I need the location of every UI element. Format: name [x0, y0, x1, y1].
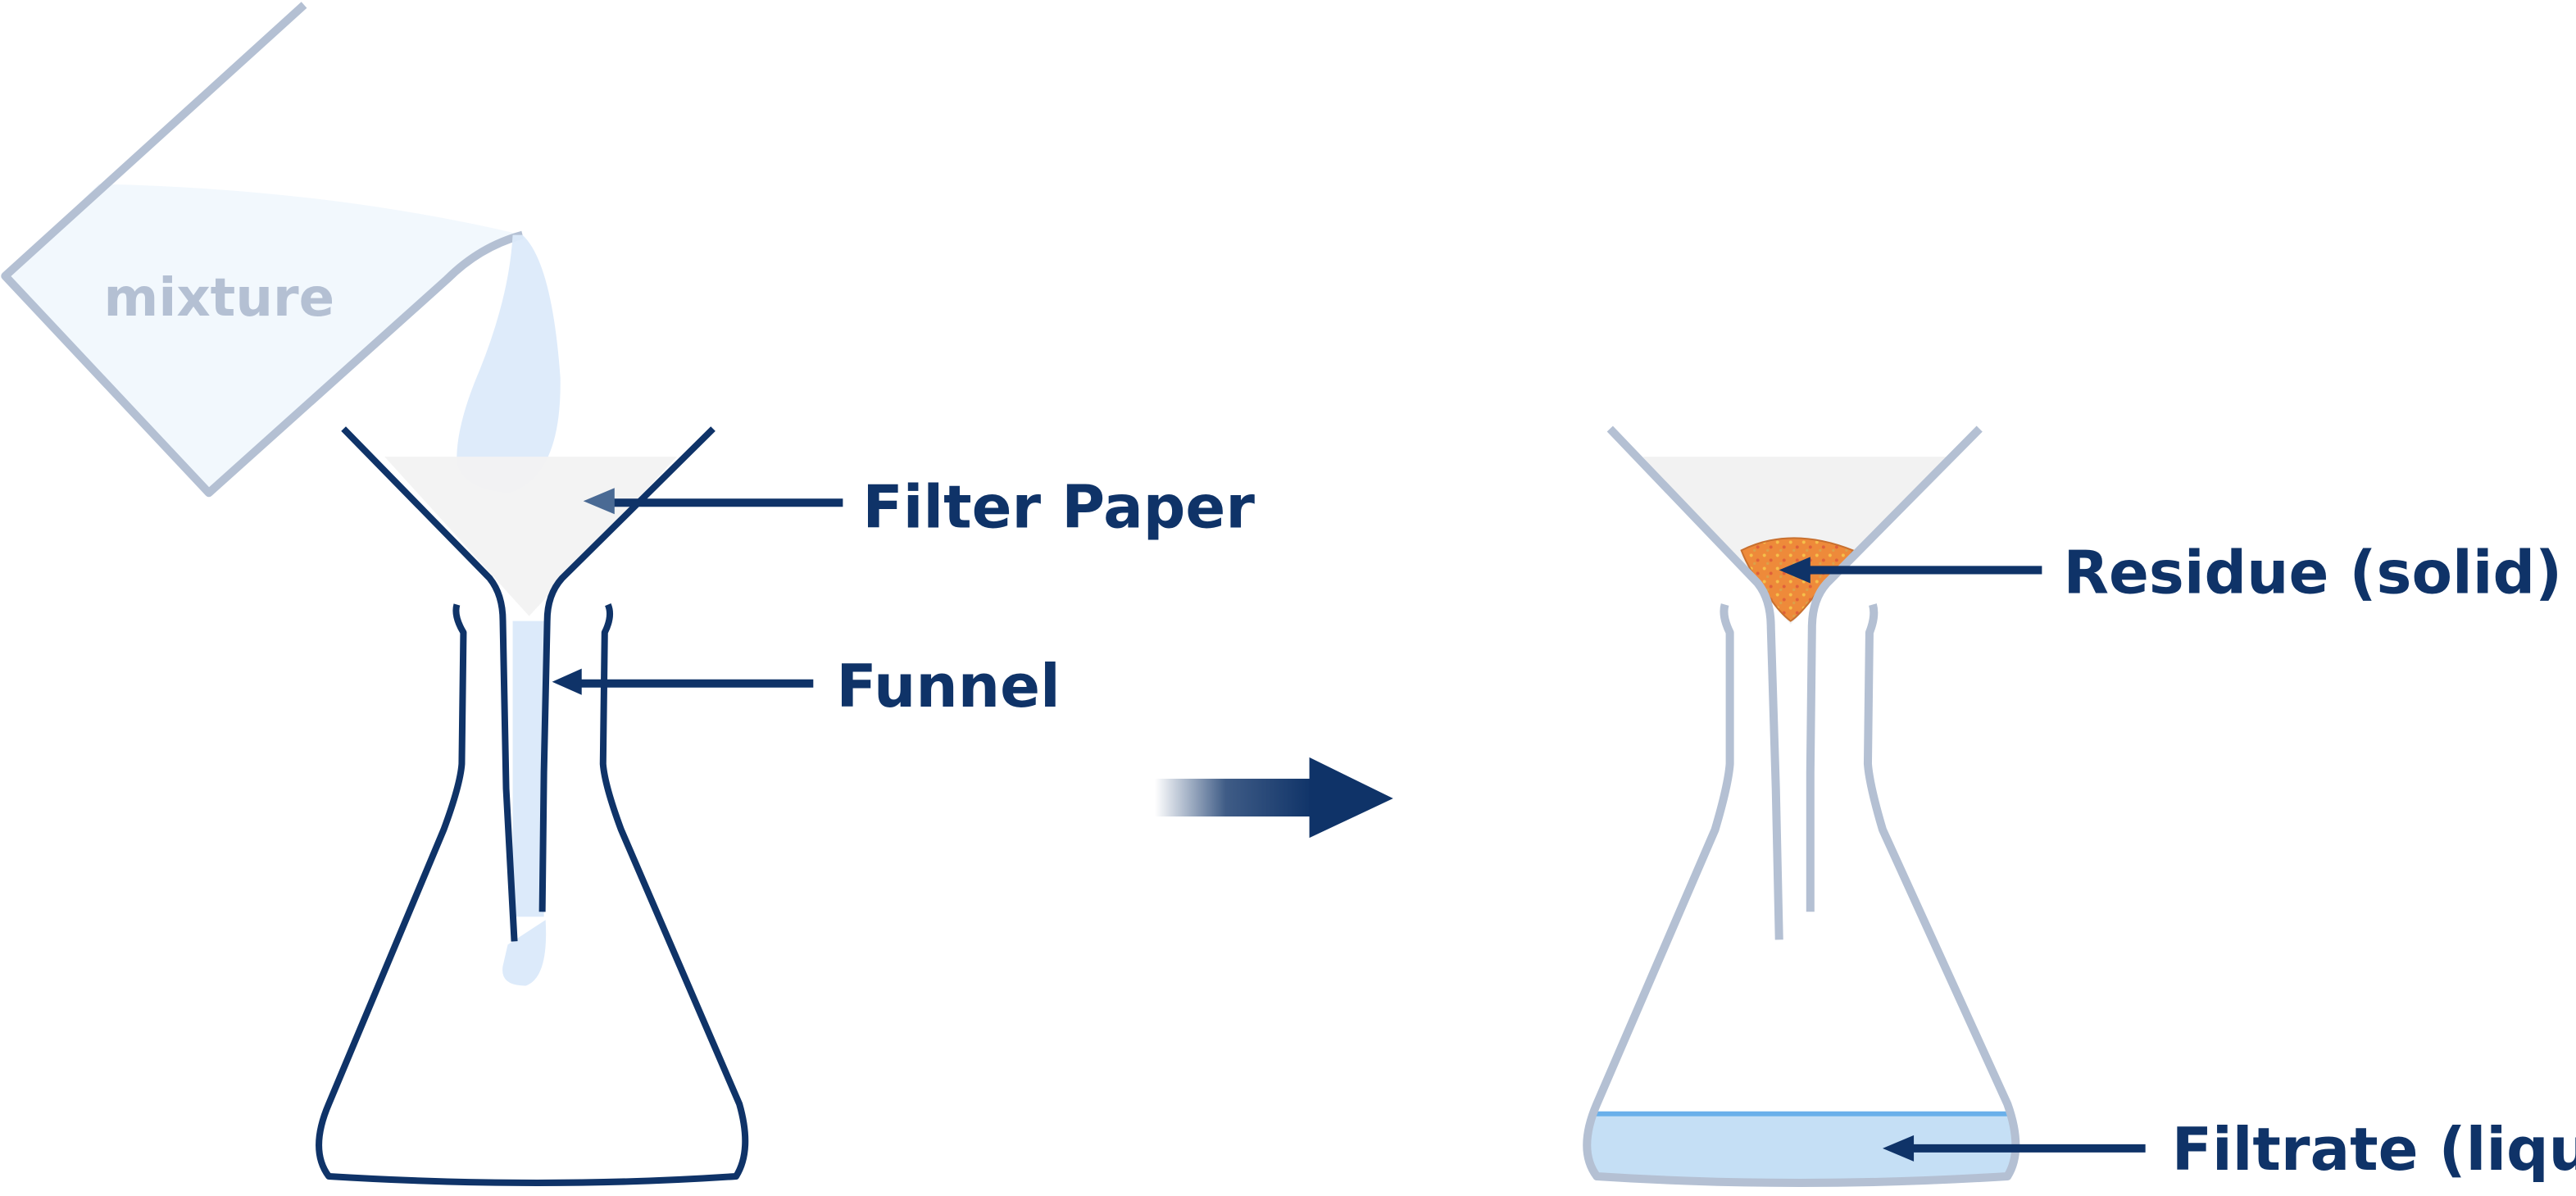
- filter-paper: [384, 457, 677, 616]
- drip: [502, 920, 547, 986]
- funnel-pointer: Funnel: [552, 653, 1061, 721]
- filtrate-pointer: Filtrate (liquid): [1882, 1116, 2576, 1185]
- left-funnel: [341, 426, 716, 986]
- filtrate-label: Filtrate (liquid): [2172, 1116, 2576, 1185]
- residue-pointer: Residue (solid): [1779, 539, 2562, 607]
- right-funnel: [1606, 425, 1983, 940]
- left-flask: [316, 603, 749, 1186]
- pouring-beaker: mixture: [1, 2, 524, 498]
- mixture-fill: [5, 184, 523, 493]
- filter-paper-pointer: Filter Paper: [583, 473, 1255, 542]
- residue-label: Residue (solid): [2063, 539, 2562, 607]
- funnel-label: Funnel: [836, 653, 1060, 721]
- right-flask: [1583, 603, 2020, 1187]
- pouring-stream: [457, 234, 561, 493]
- beaker-outline: [1, 2, 524, 498]
- filter-paper-label: Filter Paper: [862, 473, 1255, 542]
- mixture-label: mixture: [104, 267, 335, 329]
- filtrate-liquid: [1586, 1113, 2016, 1183]
- stem-liquid: [512, 621, 544, 917]
- process-arrow-icon: [1155, 757, 1393, 839]
